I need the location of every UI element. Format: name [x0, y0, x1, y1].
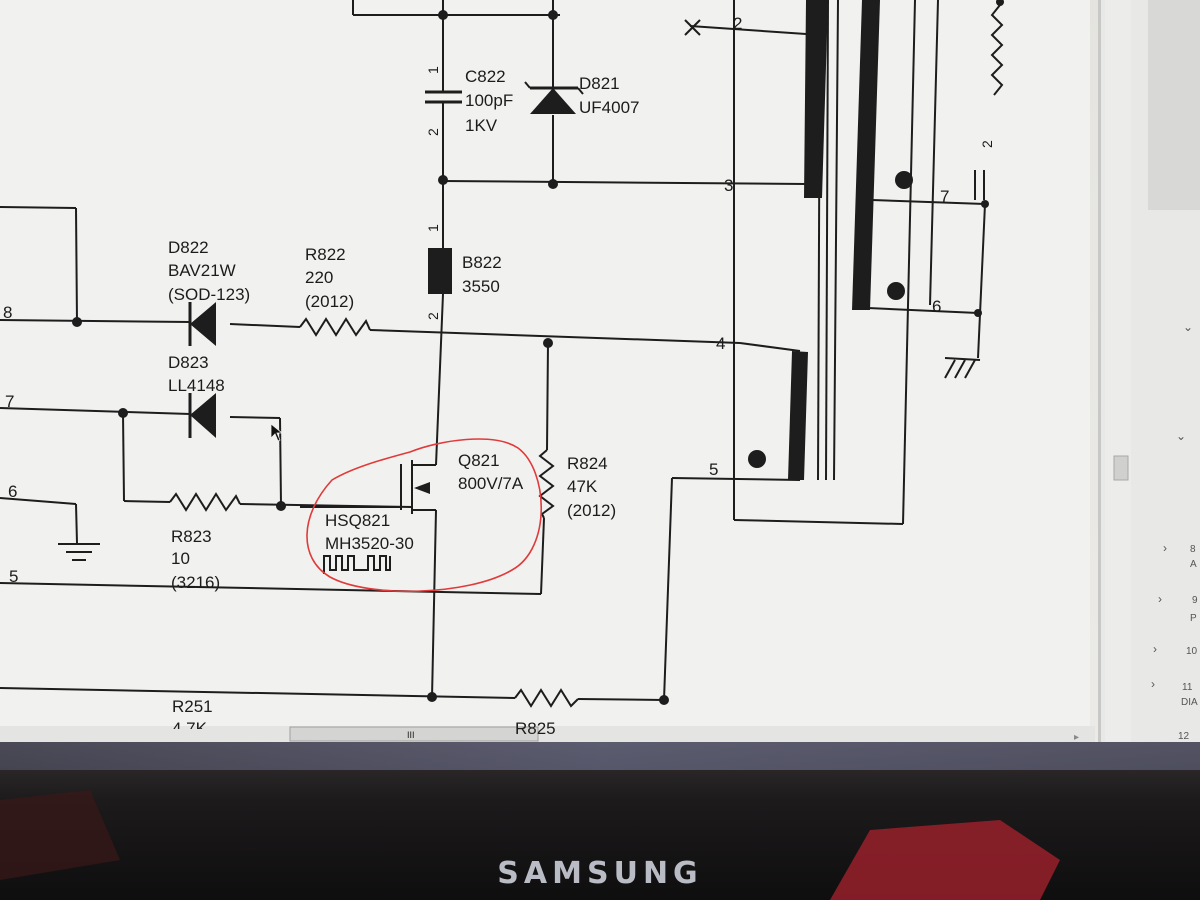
vertical-scrollbar[interactable]: [1105, 0, 1131, 742]
right-ground-comb: [944, 357, 981, 379]
q821-mosfet-symbol: [300, 460, 413, 514]
c822-capacitor-symbol: [425, 60, 462, 118]
outline-item-text[interactable]: P: [1190, 613, 1197, 624]
r825-ref: R825: [515, 719, 556, 738]
mouse-cursor-icon: [270, 423, 284, 442]
d821-part: UF4007: [579, 98, 639, 117]
pin-8-label: 8: [3, 303, 12, 322]
d821-ref: D821: [579, 74, 620, 93]
c822-pin2: 2: [425, 128, 441, 136]
q821-arrow-icon: [414, 482, 430, 494]
outline-item-text[interactable]: DIA: [1181, 697, 1198, 708]
transformer-pin-7: 7: [940, 187, 949, 206]
transformer-pin-3: 3: [724, 176, 733, 195]
b822-pin2: 2: [425, 312, 441, 320]
outline-item-text[interactable]: A: [1190, 559, 1197, 570]
transformer-pin-2: 2: [733, 14, 742, 33]
scroll-grip: III: [407, 730, 415, 740]
r822-value: 220: [305, 268, 333, 287]
d822-package: (SOD-123): [168, 285, 250, 304]
mh3520-part: MH3520-30: [325, 534, 414, 553]
right-coil-symbol: [990, 4, 1004, 96]
transformer-pin-4: 4: [716, 334, 725, 353]
q821-ref: Q821: [458, 451, 500, 470]
chevron-down-icon-2[interactable]: ⌄: [1176, 429, 1186, 443]
bezel-red-reflection: [830, 820, 1060, 900]
outline-item-num[interactable]: 10: [1186, 646, 1198, 657]
outline-expand-icon[interactable]: ›: [1163, 541, 1167, 555]
b822-ref: B822: [462, 253, 502, 272]
ground-symbol: [58, 543, 100, 561]
transformer-windings: [788, 0, 880, 480]
r825-symbol: [514, 688, 579, 708]
winding-dots: [748, 171, 913, 468]
r822-symbol: [299, 317, 371, 337]
d822-part: BAV21W: [168, 261, 236, 280]
outline-item-num[interactable]: 8: [1190, 544, 1196, 555]
r823-package: (3216): [171, 573, 220, 592]
q821-rating: 800V/7A: [458, 474, 524, 493]
bezel-red-reflection-left: [0, 790, 120, 880]
d821-diode-symbol: [524, 81, 584, 114]
right-capacitor-symbol: [974, 170, 985, 200]
outline-list: ⌄ ⌄ › › › › 8 A 9 P 10 11 DIA 12: [1151, 320, 1198, 742]
panel-top-bar: [1148, 0, 1200, 210]
c822-ref: C822: [465, 67, 506, 86]
q821-red-highlight-circle: [306, 438, 542, 593]
horizontal-scrollbar[interactable]: [0, 726, 1095, 742]
b822-bead-symbol: [428, 248, 452, 294]
c822-value: 100pF: [465, 91, 513, 110]
reflection-strip: [0, 740, 1200, 770]
resistor-symbols: [169, 4, 1004, 708]
r824-package: (2012): [567, 501, 616, 520]
monitor-brand-logo: SAMSUNG: [497, 856, 703, 891]
r824-value: 47K: [567, 477, 598, 496]
outline-expand-icon[interactable]: ›: [1153, 642, 1157, 656]
d822-ref: D822: [168, 238, 209, 257]
pin-7-label: 7: [5, 392, 14, 411]
document-page: [0, 0, 1090, 730]
r823-value: 10: [171, 549, 190, 568]
r822-ref: R822: [305, 245, 346, 264]
outline-expand-icon[interactable]: ›: [1151, 677, 1155, 691]
d823-diode-symbol: [188, 393, 216, 438]
d823-ref: D823: [168, 353, 209, 372]
no-connect-x-icon: [684, 19, 701, 36]
b822-pin1: 1: [425, 224, 441, 232]
r822-package: (2012): [305, 292, 354, 311]
horizontal-scroll-thumb[interactable]: [289, 726, 539, 742]
r823-ref: R823: [171, 527, 212, 546]
outline-expand-icon[interactable]: ›: [1158, 592, 1162, 606]
chevron-down-icon[interactable]: ⌄: [1183, 320, 1193, 334]
outline-item-num[interactable]: 12: [1178, 731, 1190, 742]
c822-pin1: 1: [425, 66, 441, 74]
r824-ref: R824: [567, 454, 608, 473]
d822-diode-symbol: [188, 302, 216, 346]
vertical-scroll-thumb[interactable]: [1113, 455, 1129, 481]
r824-symbol: [538, 449, 555, 519]
b822-value: 3550: [462, 277, 500, 296]
outline-item-num[interactable]: 11: [1182, 682, 1193, 693]
junction-dots: [72, 0, 1004, 705]
pin-6-left-label: 6: [8, 482, 17, 501]
right-cap-pin-2: 2: [979, 140, 995, 148]
r251-ref: R251: [172, 697, 213, 716]
c822-rating: 1KV: [465, 116, 498, 135]
outline-item-num[interactable]: 9: [1192, 595, 1198, 606]
d823-part: LL4148: [168, 376, 225, 395]
pin-5-left-label: 5: [9, 567, 18, 586]
mh3520-footprint-icon: [323, 555, 391, 574]
panel-divider: [1098, 0, 1101, 742]
transformer-pin-5: 5: [709, 460, 718, 479]
scroll-right-arrow-icon[interactable]: ▸: [1074, 732, 1079, 743]
hsq821-ref: HSQ821: [325, 511, 390, 530]
r823-symbol: [169, 492, 241, 512]
transformer-pin-6: 6: [932, 297, 941, 316]
